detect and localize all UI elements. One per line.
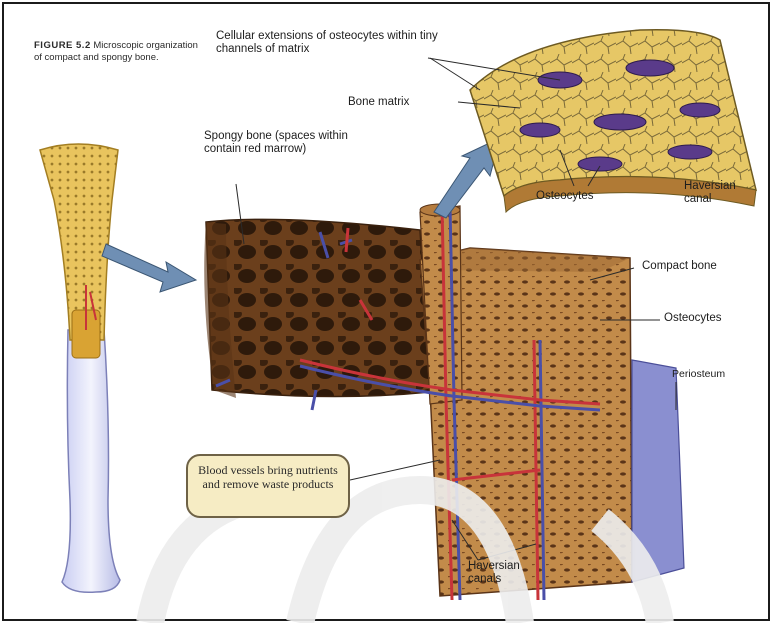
label-haversian-canal: Haversian canal [684,180,744,206]
label-haversian-canals: Haversian canals [468,560,548,586]
label-compact-bone: Compact bone [642,260,717,273]
figure-caption: FIGURE 5.2 Microscopic organization of c… [34,40,204,64]
blood-vessels-callout: Blood vessels bring nutrients and remove… [186,454,350,518]
label-osteocytes-right: Osteocytes [664,312,722,325]
figure-number: FIGURE 5.2 [34,40,91,51]
label-periosteum: Periosteum [672,368,725,381]
label-spongy-bone: Spongy bone (spaces within contain red m… [204,130,354,156]
label-cellular-extensions: Cellular extensions of osteocytes within… [216,30,456,56]
long-bone [40,144,120,592]
label-osteocytes-top: Osteocytes [536,190,594,203]
zoom-arrow [102,244,196,292]
label-bone-matrix: Bone matrix [348,96,409,109]
